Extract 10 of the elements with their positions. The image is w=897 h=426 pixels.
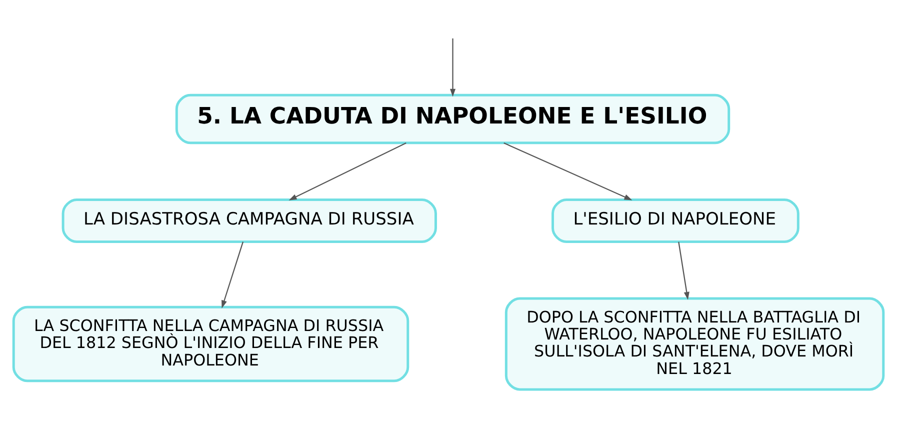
- node-box: DOPO LA SCONFITTA NELLA BATTAGLIA DI WATERLOO, NAPOLEONE FU ESILIATO SULL'ISOLA DI SANT'ELENA, DOVE MORÌ NEL 1821: [504, 296, 885, 390]
- arrow: [678, 241, 690, 300]
- node-box: LA DISASTROSA CAMPAGNA DI RUSSIA: [62, 198, 437, 242]
- node-box: L'ESILIO DI NAPOLEONE: [552, 198, 800, 242]
- arrow: [504, 142, 632, 200]
- node-box: 5. LA CADUTA DI NAPOLEONE E L'ESILIO: [175, 93, 730, 144]
- arrow: [450, 38, 456, 96]
- arrow: [288, 142, 406, 200]
- arrow: [222, 241, 244, 308]
- node-box: LA SCONFITTA NELLA CAMPAGNA DI RUSSIA DEL 1812 SEGNÒ L'INIZIO DELLA FINE PER NAPOLEONE: [12, 305, 410, 382]
